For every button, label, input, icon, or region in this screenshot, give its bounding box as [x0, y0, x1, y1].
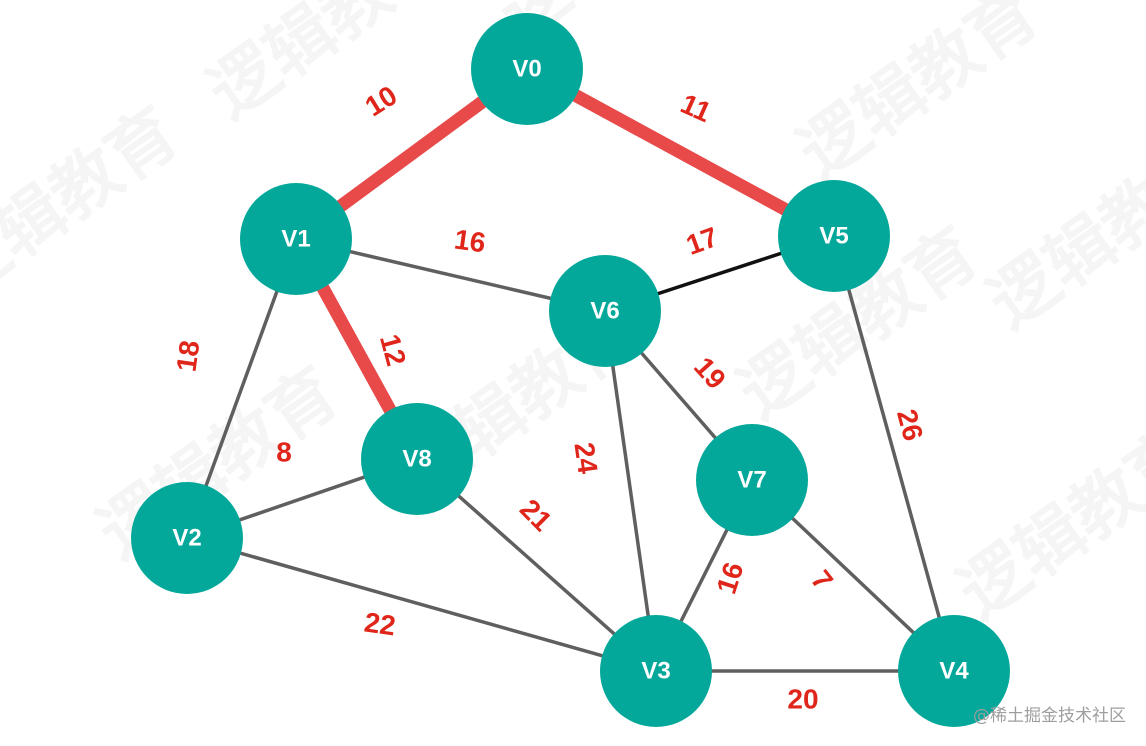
edge-weight-v6-v7: 19 [688, 351, 732, 395]
watermark-text: 逻辑教育 [0, 93, 193, 314]
watermark-text: 逻辑教育 [974, 123, 1146, 344]
node-label: V5 [819, 223, 848, 250]
node-circle [600, 615, 712, 727]
node-v2: V2 [131, 482, 243, 594]
node-label: V0 [512, 56, 541, 83]
watermark-credit: @稀土掘金技术社区 [973, 706, 1126, 726]
node-circle [778, 180, 890, 292]
node-label: V8 [402, 446, 431, 473]
edge-v5-v4 [832, 234, 956, 673]
watermark-text: 逻辑教育 [784, 0, 1052, 194]
node-label: V1 [281, 226, 310, 253]
watermark-text: 逻辑教育 [944, 413, 1146, 634]
node-v0: V0 [471, 13, 583, 125]
edge-weight-v0-v1: 10 [360, 80, 403, 123]
edge-v6-v3 [603, 309, 658, 673]
node-circle [361, 403, 473, 515]
edge-weight-v2-v8: 8 [276, 437, 292, 468]
node-circle [471, 13, 583, 125]
edge-weight-v5-v6: 17 [682, 221, 722, 261]
edge-v0-v5 [520, 62, 841, 243]
node-label: V4 [939, 658, 969, 685]
edge-weight-v1-v6: 16 [452, 223, 487, 258]
edge-v2-v3 [185, 536, 658, 673]
node-v6: V6 [549, 255, 661, 367]
edge-weight-v0-v5: 11 [676, 88, 716, 128]
edge-weight-v6-v3: 24 [568, 440, 603, 476]
node-circle [898, 615, 1010, 727]
node-label: V2 [172, 525, 201, 552]
node-v7: V7 [696, 424, 808, 536]
edge-weight-v5-v4: 26 [891, 406, 929, 444]
node-label: V7 [737, 467, 766, 494]
node-label: V6 [590, 298, 619, 325]
edge-weight-v2-v3: 22 [362, 606, 397, 641]
node-v4: V4 [898, 615, 1010, 727]
node-v8: V8 [361, 403, 473, 515]
node-circle [240, 183, 352, 295]
node-label: V3 [641, 658, 670, 685]
node-circle [131, 482, 243, 594]
node-circle [696, 424, 808, 536]
node-v1: V1 [240, 183, 352, 295]
node-v3: V3 [600, 615, 712, 727]
node-v5: V5 [778, 180, 890, 292]
edge-weight-v1-v2: 18 [170, 338, 205, 373]
edge-weight-v7-v4: 7 [805, 564, 839, 595]
watermark-text: 逻辑教育 [194, 0, 462, 134]
edge-weight-v3-v4: 20 [787, 684, 818, 715]
edge-weight-v8-v3: 21 [514, 493, 558, 537]
edge-weight-v1-v8: 12 [374, 331, 412, 369]
edge-weight-v7-v3: 16 [710, 558, 749, 597]
node-circle [549, 255, 661, 367]
